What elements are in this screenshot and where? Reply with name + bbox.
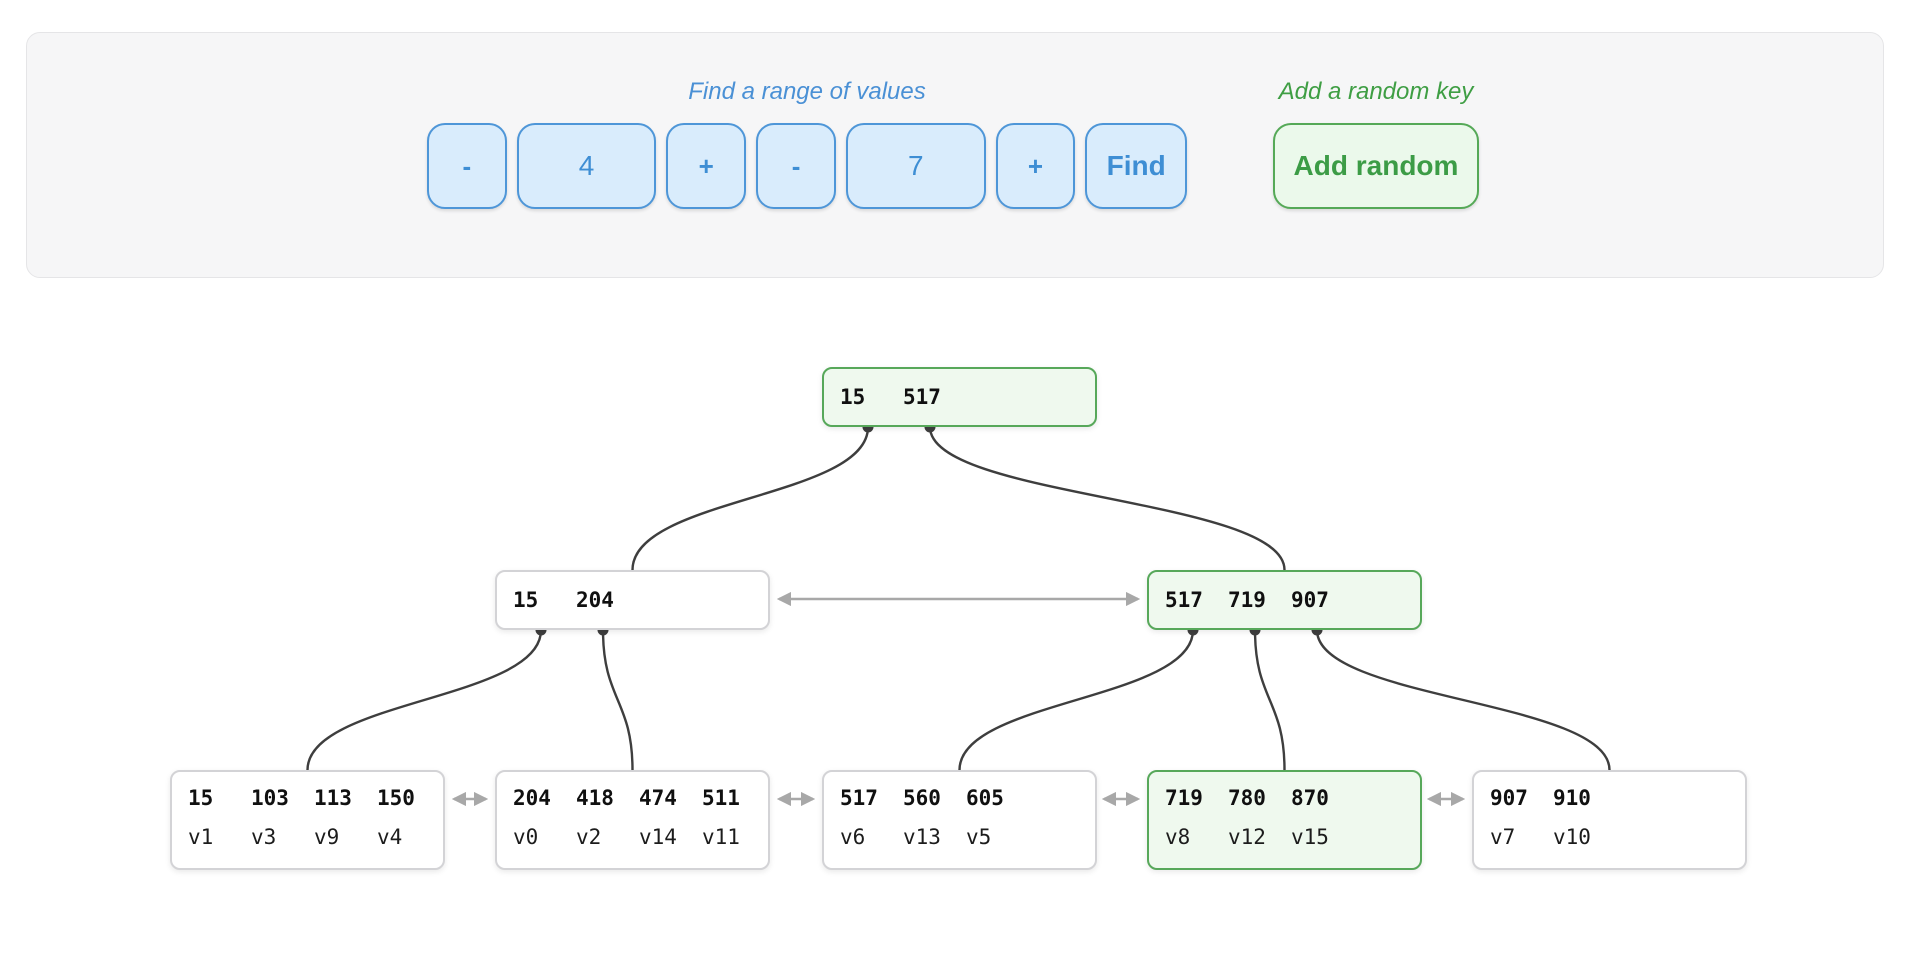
- tree-key: 418: [576, 786, 614, 810]
- value-row: v6 v13 v5: [824, 826, 1095, 848]
- tree-key: 15: [188, 786, 214, 810]
- find-range-section: Find a range of values - 4 + - 7 + Find: [427, 77, 1188, 209]
- key-row: 15 204: [497, 589, 639, 611]
- range-from-value-button[interactable]: 4: [516, 123, 657, 209]
- key-row: 15 103 113 150: [172, 787, 443, 809]
- tree-key: 511: [702, 786, 740, 810]
- tree-value: v1: [188, 825, 214, 849]
- tree-key: 204: [576, 588, 614, 612]
- key-row: 15 517: [824, 386, 966, 408]
- range-to-increment-button[interactable]: +: [995, 123, 1076, 209]
- tree-node-leaf-4: 907 910 v7 v10: [1472, 770, 1747, 870]
- find-range-title: Find a range of values: [688, 78, 926, 105]
- tree-key: 719: [1228, 588, 1266, 612]
- tree-key: 15: [840, 385, 866, 409]
- value-row: v8 v12 v15: [1149, 826, 1420, 848]
- value-row: v1 v3 v9 v4: [172, 826, 443, 848]
- tree-value: v4: [377, 825, 403, 849]
- tree-edge-root-left: [631, 426, 870, 571]
- add-random-section: Add a random key Add random: [1273, 77, 1479, 209]
- tree-key: 204: [513, 786, 551, 810]
- tree-key: 517: [1165, 588, 1203, 612]
- tree-edge-left-leaf1: [601, 629, 634, 771]
- find-button[interactable]: Find: [1085, 123, 1188, 209]
- add-random-button[interactable]: Add random: [1273, 123, 1479, 209]
- tree-key: 719: [1165, 786, 1203, 810]
- tree-key: 150: [377, 786, 415, 810]
- range-from-increment-button[interactable]: +: [666, 123, 747, 209]
- tree-value: v15: [1291, 825, 1329, 849]
- tree-value: v3: [251, 825, 277, 849]
- tree-node-leaf-2: 517 560 605 v6 v13 v5: [822, 770, 1097, 870]
- tree-node-leaf-3: 719 780 870 v8 v12 v15: [1147, 770, 1422, 870]
- tree-key: 103: [251, 786, 289, 810]
- tree-key: 605: [966, 786, 1004, 810]
- tree-value: v12: [1228, 825, 1266, 849]
- tree-node-root: 15 517: [822, 367, 1097, 427]
- value-row: v0 v2 v14 v11: [497, 826, 768, 848]
- tree-key: 517: [903, 385, 941, 409]
- tree-value: v6: [840, 825, 866, 849]
- tree-value: v0: [513, 825, 539, 849]
- find-range-controls: - 4 + - 7 + Find: [427, 123, 1188, 209]
- tree-key: 113: [314, 786, 352, 810]
- range-to-value-button[interactable]: 7: [845, 123, 986, 209]
- tree-edge-right-leaf2: [958, 629, 1195, 771]
- tree-key: 474: [639, 786, 677, 810]
- tree-key: 15: [513, 588, 539, 612]
- tree-value: v2: [576, 825, 602, 849]
- tree-value: v10: [1553, 825, 1591, 849]
- tree-key: 780: [1228, 786, 1266, 810]
- tree-value: v5: [966, 825, 992, 849]
- tree-key: 517: [840, 786, 878, 810]
- tree-value: v7: [1490, 825, 1516, 849]
- tree-edge-right-leaf3: [1253, 629, 1286, 771]
- key-row: 517 719 907: [1149, 589, 1354, 611]
- key-row: 517 560 605: [824, 787, 1095, 809]
- tree-key: 907: [1291, 588, 1329, 612]
- key-row: 907 910: [1474, 787, 1745, 809]
- tree-value: v14: [639, 825, 677, 849]
- tree-edge-right-leaf4: [1315, 629, 1611, 771]
- tree-key: 560: [903, 786, 941, 810]
- tree-node-leaf-1: 204 418 474 511 v0 v2 v14 v11: [495, 770, 770, 870]
- tree-node-leaf-0: 15 103 113 150 v1 v3 v9 v4: [170, 770, 445, 870]
- tree-key: 910: [1553, 786, 1591, 810]
- tree-value: v8: [1165, 825, 1191, 849]
- tree-edge-left-leaf0: [306, 629, 543, 771]
- tree-key: 907: [1490, 786, 1528, 810]
- range-from-decrement-button[interactable]: -: [427, 123, 507, 209]
- tree-value: v13: [903, 825, 941, 849]
- tree-edge-root-right: [928, 426, 1286, 571]
- tree-key: 870: [1291, 786, 1329, 810]
- key-row: 204 418 474 511: [497, 787, 768, 809]
- tree-node-internal-left: 15 204: [495, 570, 770, 630]
- add-random-title: Add a random key: [1278, 78, 1474, 105]
- tree-value: v11: [702, 825, 740, 849]
- value-row: v7 v10: [1474, 826, 1745, 848]
- control-panel: Find a range of values - 4 + - 7 + Find …: [26, 32, 1884, 278]
- tree-node-internal-right: 517 719 907: [1147, 570, 1422, 630]
- key-row: 719 780 870: [1149, 787, 1420, 809]
- range-to-decrement-button[interactable]: -: [756, 123, 836, 209]
- tree-value: v9: [314, 825, 340, 849]
